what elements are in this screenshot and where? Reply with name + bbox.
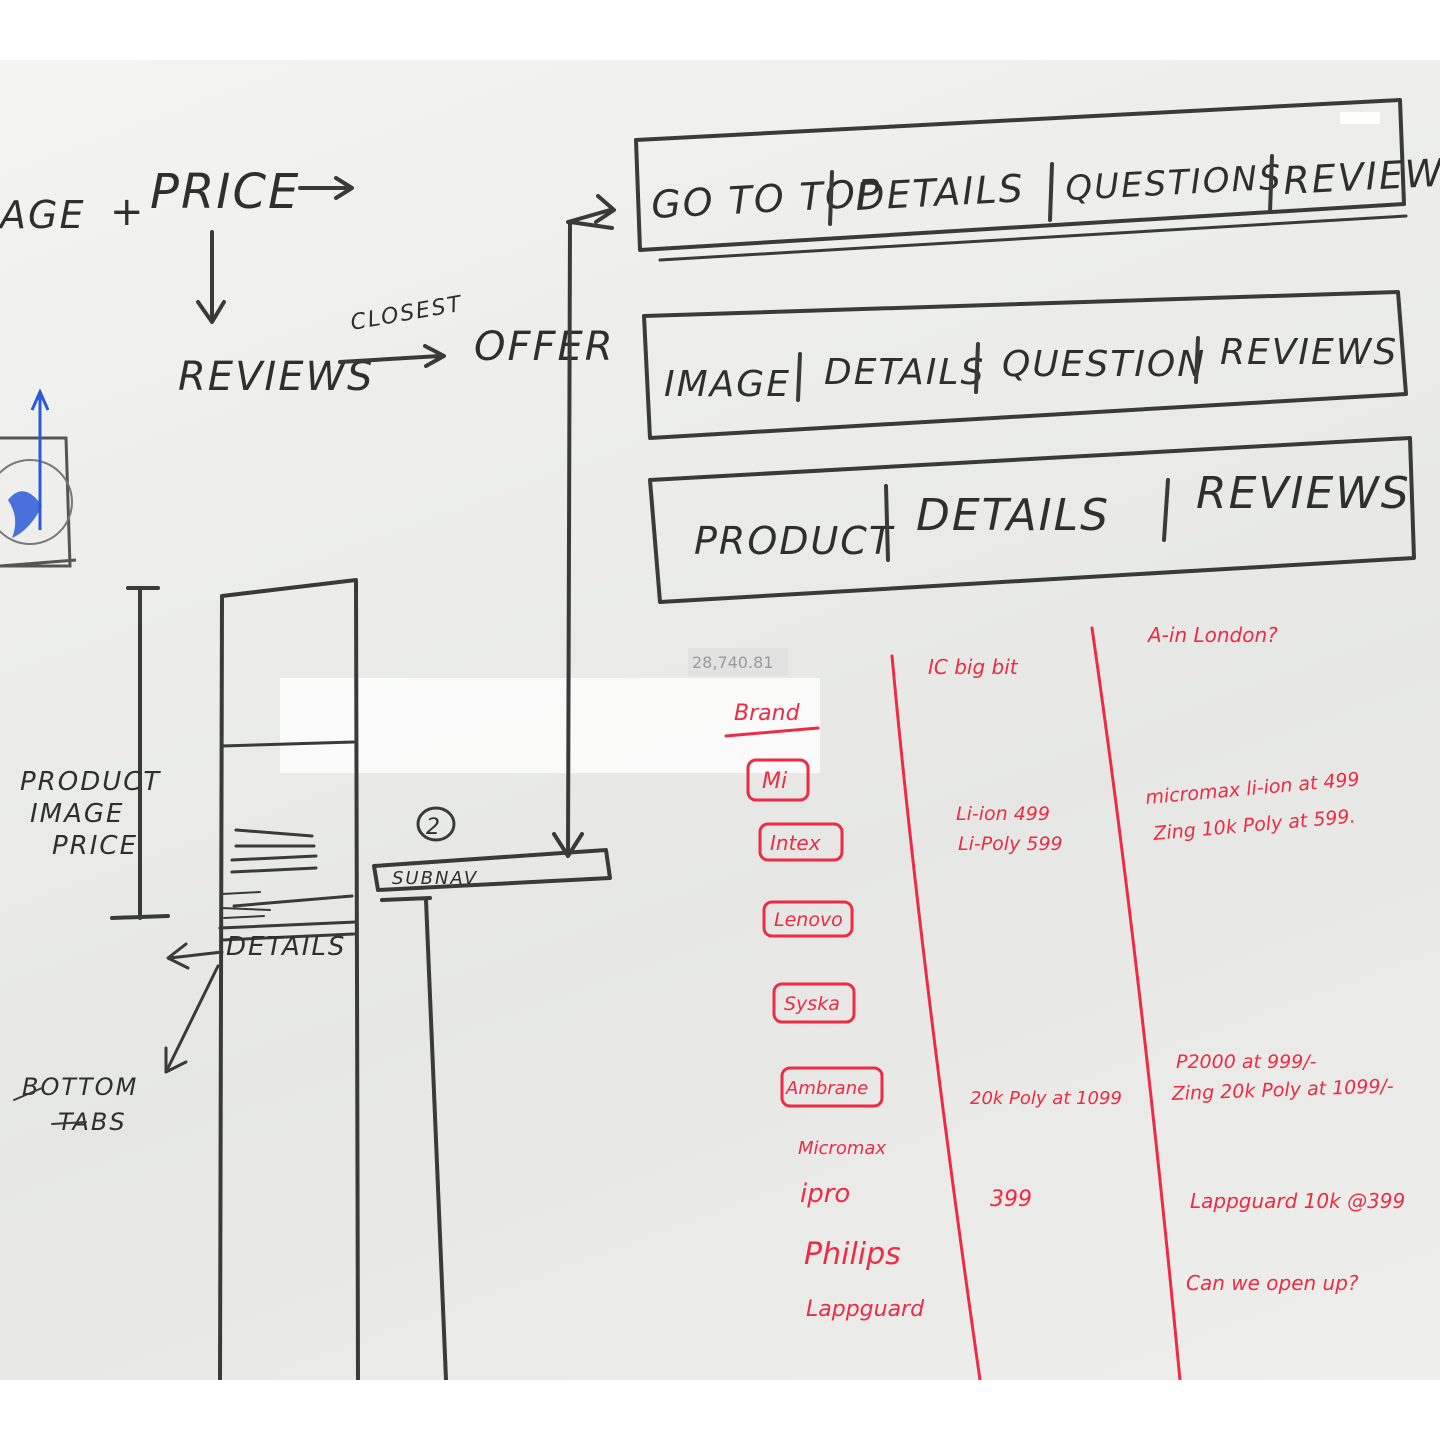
flow-plus: + [110, 189, 146, 235]
mobile-wireframe: PRODUCT IMAGE PRICE DETAILS BOTTOM TABS [13, 578, 360, 1380]
whiteboard-drawing: 28,740.81 AGE + PRICE REVIEWS CLOSEST OF… [0, 98, 1440, 1380]
brand-ambrane: Ambrane [785, 1078, 868, 1099]
whiteboard: 28,740.81 AGE + PRICE REVIEWS CLOSEST OF… [0, 60, 1440, 1380]
arrow-left-icon [166, 942, 224, 970]
arrow-head-icon [566, 194, 616, 224]
tab-bar-1: GO TO TOP DETAILS QUESTIONS REVIEW [634, 98, 1440, 262]
step-number: 2 [426, 815, 442, 840]
tab-bar-2-label-4: REVIEWS [1220, 332, 1398, 373]
row-mi-col2: micromax li-ion at 499 [1145, 768, 1361, 809]
brand-philips: Philips [804, 1237, 901, 1272]
tab-bar-3-label-2: DETAILS [916, 490, 1110, 541]
tab-bar-3: PRODUCT DETAILS REVIEWS [648, 436, 1416, 604]
arrow-down-left-icon [164, 964, 220, 1074]
arrow-right-icon [338, 344, 446, 368]
step-number-circle [416, 806, 456, 842]
brand-micromax: Micromax [798, 1138, 886, 1159]
bottom-tabs-line-1: BOTTOM [22, 1073, 138, 1101]
column-header-1: IC big bit [928, 655, 1019, 679]
tab-bar-1-label-1: GO TO TOP [650, 171, 883, 227]
monitor-reflection [688, 648, 788, 676]
row-intex-col1-b: Li-Poly 599 [958, 833, 1063, 855]
subnav-label: SUBNAV [392, 868, 478, 889]
flow-image-text: AGE [0, 193, 85, 237]
blue-image-sketch [0, 388, 77, 568]
flow-price-text: PRICE [150, 164, 300, 220]
row-intex-col2: Zing 10k Poly at 599. [1152, 805, 1357, 845]
arrow-right-icon [298, 176, 354, 200]
brand-syska: Syska [784, 993, 840, 1015]
brand-header: Brand [734, 701, 801, 726]
brand-lenovo: Lenovo [774, 909, 843, 931]
tab-bar-3-label-1: PRODUCT [694, 519, 895, 563]
table-divider-2 [1090, 626, 1182, 1380]
tab-bar-2-label-2: DETAILS [824, 352, 985, 393]
tab-bar-1-label-2: DETAILS [854, 166, 1026, 219]
row-philips-col2: Can we open up? [1186, 1271, 1359, 1295]
window-reflection [280, 678, 820, 773]
row-ipro-col2: Lappguard 10k @399 [1190, 1189, 1405, 1213]
tab-bar-2: IMAGE DETAILS QUESTION REVIEWS [642, 290, 1408, 440]
brand-intex: Intex [770, 831, 821, 855]
product-label-line-3: PRICE [52, 831, 138, 861]
arrow-down-icon [196, 230, 226, 324]
table-divider-1 [890, 654, 982, 1380]
tab-bar-3-label-3: REVIEWS [1196, 468, 1411, 519]
brand-lappguard: Lappguard [806, 1297, 925, 1322]
row-ambrane-col2-b: Zing 20k Poly at 1099/- [1170, 1075, 1394, 1105]
tab-bar-2-label-1: IMAGE [664, 364, 791, 405]
light-reflection [1340, 112, 1380, 124]
flow-offer-text: OFFER [474, 324, 615, 370]
brand-ipro: ipro [800, 1179, 850, 1209]
comparison-table: IC big bit A-in London? Brand Mi microma… [724, 623, 1405, 1380]
tab-bar-1-label-4: REVIEW [1282, 151, 1440, 203]
row-ambrane-col1: 20k Poly at 1099 [970, 1088, 1122, 1109]
product-label-line-1: PRODUCT [20, 767, 161, 797]
tab-bar-2-label-3: QUESTION [1002, 344, 1206, 385]
bottom-tabs-line-2: TABS [58, 1108, 127, 1136]
tab-bar-1-label-3: QUESTIONS [1064, 158, 1283, 209]
details-label: DETAILS [226, 932, 346, 962]
flow-closest-text: CLOSEST [349, 292, 465, 336]
row-ambrane-col2: P2000 at 999/- [1176, 1051, 1317, 1073]
monitor-reading: 28,740.81 [692, 653, 773, 672]
row-intex-col1: Li-ion 499 [956, 803, 1050, 825]
column-header-2: A-in London? [1146, 623, 1278, 647]
product-label-line-2: IMAGE [30, 799, 124, 829]
row-ipro-col1: 399 [990, 1187, 1032, 1212]
subnav-sketch: 2 SUBNAV [372, 806, 612, 1380]
brand-mi: Mi [762, 769, 787, 794]
